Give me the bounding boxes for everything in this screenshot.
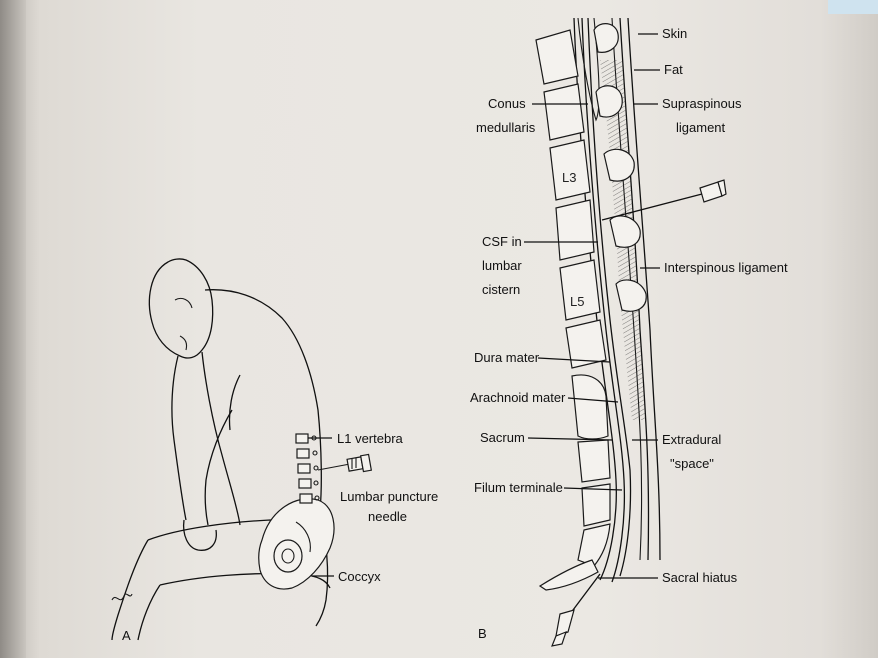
label-extradural-line2: "space"	[670, 456, 714, 471]
panel-label-b: B	[478, 626, 487, 641]
figure-b-left-leaders	[524, 103, 623, 491]
page-corner	[828, 0, 878, 14]
vertebra-label-l5: L5	[570, 294, 584, 309]
label-csf-line2: lumbar	[482, 258, 522, 273]
label-filum-terminale: Filum terminale	[474, 480, 563, 495]
figure-a-vertebrae	[295, 433, 320, 504]
label-coccyx: Coccyx	[338, 569, 381, 584]
label-conus-line2: medullaris	[476, 120, 536, 135]
label-supraspinous-line2: ligament	[676, 120, 726, 135]
label-arachnoid-mater: Arachnoid mater	[470, 390, 566, 405]
label-interspinous-ligament: Interspinous ligament	[664, 260, 788, 275]
figure-b-right-leaders	[598, 33, 660, 579]
figure-b-spinous-processes	[593, 23, 647, 312]
label-l1-vertebra: L1 vertebra	[337, 431, 404, 446]
label-csf-line1: CSF in	[482, 234, 522, 249]
vertebra-label-l3: L3	[562, 170, 576, 185]
figure-b-vertebral-bodies	[535, 29, 611, 591]
label-lumbar-puncture-line1: Lumbar puncture	[340, 489, 438, 504]
figure-a-needle	[317, 453, 373, 473]
label-extradural-line1: Extradural	[662, 432, 721, 447]
label-sacrum: Sacrum	[480, 430, 525, 445]
label-supraspinous-line1: Supraspinous	[662, 96, 742, 111]
figure-b-needle	[601, 179, 727, 221]
label-csf-line3: cistern	[482, 282, 520, 297]
figure-a-patient-drawing	[111, 258, 373, 641]
figure-b-caudal-needle	[551, 573, 601, 647]
figure-b-sagittal-section: L3 L5	[535, 17, 727, 647]
label-fat: Fat	[664, 62, 683, 77]
label-dura-mater: Dura mater	[474, 350, 540, 365]
label-lumbar-puncture-line2: needle	[368, 509, 407, 524]
artist-signature	[111, 593, 133, 601]
panel-label-a: A	[122, 628, 131, 643]
label-conus-line1: Conus	[488, 96, 526, 111]
label-sacral-hiatus: Sacral hiatus	[662, 570, 738, 585]
label-skin: Skin	[662, 26, 687, 41]
